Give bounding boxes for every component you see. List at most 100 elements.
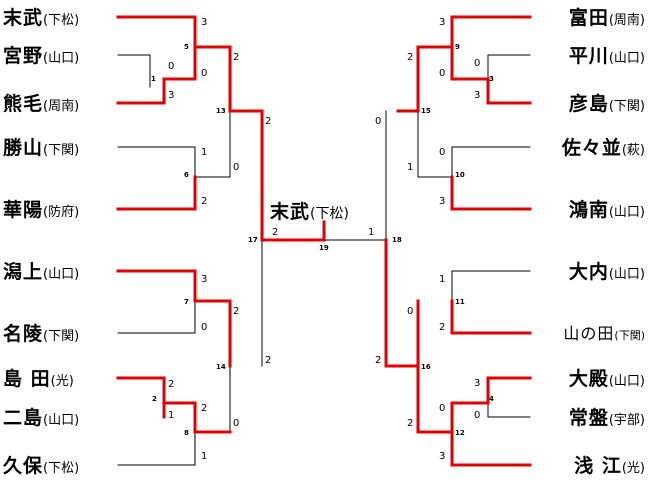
score: 2 <box>265 355 272 366</box>
team-place: (光) <box>50 374 74 389</box>
match-number: 6 <box>184 171 189 179</box>
team-place: (山口) <box>608 374 645 389</box>
team-left-2: 宮野(山口) <box>3 43 79 69</box>
team-right-6: 大内(山口) <box>569 259 645 285</box>
team-left-1: 末武(下松) <box>3 5 79 31</box>
team-right-7: 山の田(下関) <box>563 321 645 347</box>
team-name: 久保 <box>3 455 44 477</box>
team-place: (下関) <box>608 99 645 114</box>
score: 2 <box>201 403 208 414</box>
score: 3 <box>201 17 208 28</box>
team-name: 島 田 <box>3 368 51 390</box>
team-name: 勝山 <box>3 137 44 159</box>
team-left-3: 熊毛(周南) <box>3 91 79 117</box>
team-name: 宮野 <box>3 45 44 67</box>
score: 2 <box>168 379 175 390</box>
team-name: 山の田 <box>563 324 615 343</box>
team-place: (萩) <box>621 143 645 158</box>
score: 2 <box>407 418 414 429</box>
team-place: (防府) <box>43 205 80 220</box>
score: 0 <box>474 58 481 69</box>
score: 2 <box>272 227 279 238</box>
score: 2 <box>201 196 208 207</box>
team-right-1: 富田(周南) <box>569 5 645 31</box>
left-winner-lines <box>116 15 326 434</box>
team-name: 熊毛 <box>3 93 44 115</box>
score: 2 <box>233 306 240 317</box>
team-right-10: 浅 江(光) <box>574 453 645 479</box>
team-place: (下関) <box>614 329 645 342</box>
team-name: 浅 江 <box>574 455 622 477</box>
team-place: (周南) <box>608 13 645 28</box>
team-name: 富田 <box>568 7 609 29</box>
score: 0 <box>407 306 414 317</box>
team-left-6: 潟上(山口) <box>3 259 79 285</box>
team-place: (山口) <box>608 205 645 220</box>
team-name: 華陽 <box>3 199 44 221</box>
match-number: 17 <box>248 236 258 244</box>
team-name: 末武 <box>3 7 44 29</box>
match-number: 4 <box>489 395 494 403</box>
match-number: 15 <box>421 107 431 115</box>
score: 0 <box>439 147 446 158</box>
score: 0 <box>439 403 446 414</box>
team-name: 平川 <box>568 45 609 67</box>
match-number: 13 <box>216 107 226 115</box>
match-number: 11 <box>455 298 465 306</box>
match-number: 12 <box>455 429 465 437</box>
champion-place: (下松) <box>310 206 349 222</box>
team-place: (山口) <box>608 267 645 282</box>
team-name: 常盤 <box>568 407 609 429</box>
team-left-8: 島 田(光) <box>3 366 74 392</box>
match-number: 19 <box>319 244 329 252</box>
team-name: 大殿 <box>568 368 609 390</box>
score: 3 <box>168 90 175 101</box>
score: 0 <box>439 68 446 79</box>
team-place: (山口) <box>43 51 80 66</box>
match-number: 1 <box>151 75 156 83</box>
score: 2 <box>375 355 382 366</box>
score: 1 <box>168 410 175 421</box>
team-name: 佐々並 <box>561 137 622 159</box>
team-left-5: 華陽(防府) <box>3 197 79 223</box>
right-winner-lines <box>384 15 532 467</box>
team-name: 彦島 <box>568 93 609 115</box>
score: 1 <box>201 451 208 462</box>
team-place: (光) <box>621 461 645 476</box>
team-name: 鴻南 <box>568 199 609 221</box>
team-place: (下松) <box>43 461 80 476</box>
score: 0 <box>474 410 481 421</box>
champion-label: 末武(下松) <box>270 199 349 225</box>
score: 1 <box>201 147 208 158</box>
match-number: 5 <box>184 43 189 51</box>
champion-name: 末武 <box>270 201 311 223</box>
team-name: 名陵 <box>3 323 44 345</box>
match-number: 16 <box>421 363 431 371</box>
team-place: (山口) <box>43 267 80 282</box>
match-number: 2 <box>152 395 157 403</box>
score: 0 <box>375 116 382 127</box>
team-place: (下関) <box>43 143 80 158</box>
score: 2 <box>439 322 446 333</box>
team-place: (下関) <box>43 329 80 344</box>
match-number: 14 <box>216 363 226 371</box>
match-number: 10 <box>455 171 465 179</box>
team-name: 大内 <box>568 261 609 283</box>
team-left-10: 久保(下松) <box>3 453 79 479</box>
score: 3 <box>439 17 446 28</box>
score: 0 <box>233 418 240 429</box>
team-left-9: 二島(山口) <box>3 405 79 431</box>
match-number: 9 <box>455 43 460 51</box>
team-right-5: 鴻南(山口) <box>569 197 645 223</box>
score: 2 <box>407 52 414 63</box>
team-left-7: 名陵(下関) <box>3 321 79 347</box>
team-right-8: 大殿(山口) <box>569 366 645 392</box>
match-number: 18 <box>392 236 402 244</box>
score: 3 <box>201 274 208 285</box>
team-name: 二島 <box>3 407 44 429</box>
team-right-2: 平川(山口) <box>569 43 645 69</box>
match-number: 3 <box>489 75 494 83</box>
score: 1 <box>368 227 375 238</box>
